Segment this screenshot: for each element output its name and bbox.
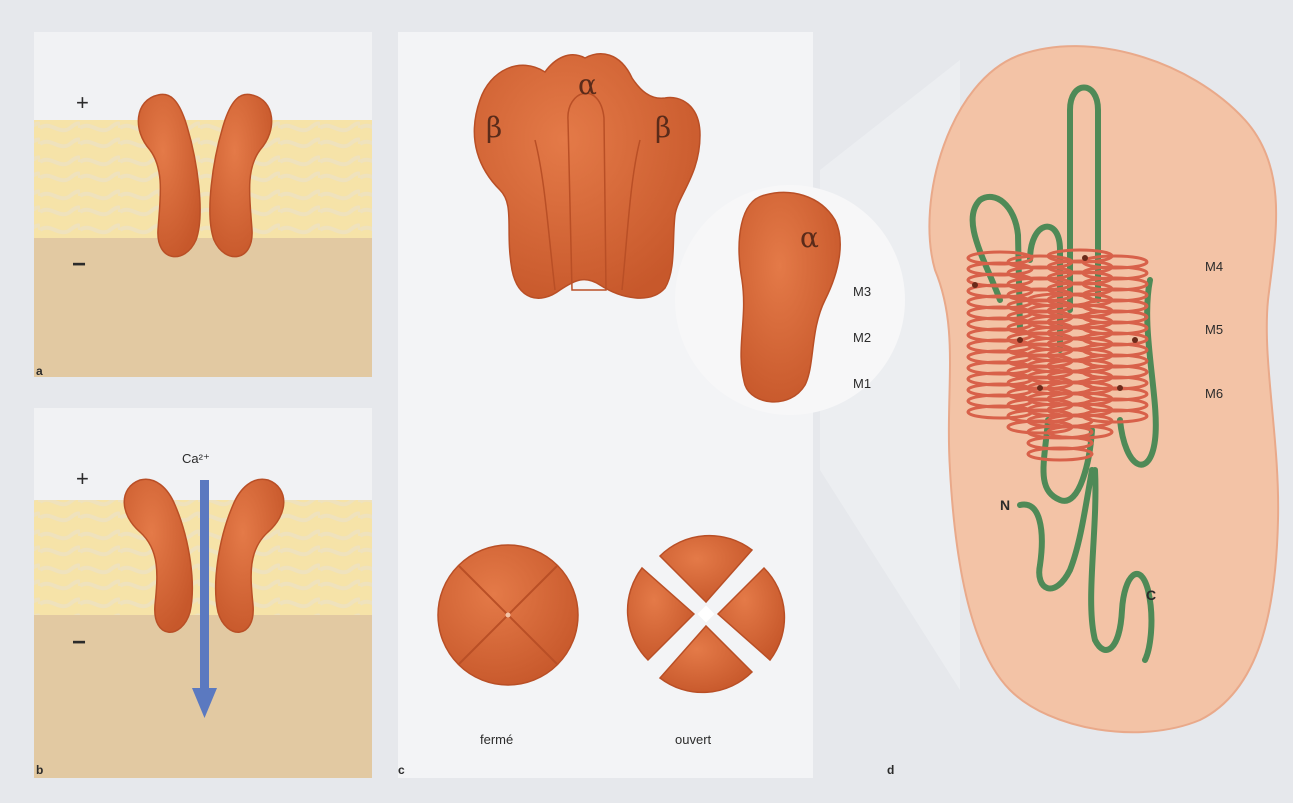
- inset-alpha-label: α: [800, 221, 819, 254]
- closed-pore: [506, 613, 511, 618]
- n-terminus-label: N: [1000, 497, 1010, 513]
- segment-m1-label: M1: [853, 376, 871, 391]
- panel-a-minus: −: [72, 251, 86, 278]
- segment-m5-label: M5: [1205, 322, 1223, 337]
- closed-channel-top-view: [438, 545, 578, 685]
- helix-marker: [1132, 337, 1138, 343]
- helix-marker: [1017, 337, 1023, 343]
- c-terminus-label: C: [1146, 587, 1156, 603]
- open-label: ouvert: [675, 732, 712, 747]
- helix-marker: [972, 282, 978, 288]
- beta-subunit-right-label: β: [655, 111, 671, 144]
- segment-m6-label: M6: [1205, 386, 1223, 401]
- panel-d-letter: d: [887, 763, 894, 777]
- alpha-subunit-inset: α M3 M2 M1: [675, 185, 905, 415]
- segment-m3-label: M3: [853, 284, 871, 299]
- helix-marker: [1037, 385, 1043, 391]
- segment-m4-label: M4: [1205, 259, 1223, 274]
- beta-subunit-left-label: β: [486, 111, 502, 144]
- panel-b: Ca²⁺ + − b: [34, 408, 372, 778]
- helix-marker: [1117, 385, 1123, 391]
- panel-a-plus: +: [76, 90, 89, 115]
- panel-c: α β β α M3 M2 M1 fermé ouv: [398, 32, 960, 778]
- calcium-ion-label: Ca²⁺: [182, 451, 210, 466]
- panel-b-minus: −: [72, 629, 86, 656]
- panel-b-letter: b: [36, 763, 43, 777]
- panel-a-letter: a: [36, 364, 43, 378]
- segment-m2-label: M2: [853, 330, 871, 345]
- panel-c-letter: c: [398, 763, 405, 777]
- helix-marker: [1082, 255, 1088, 261]
- panel-a-membrane: [34, 120, 372, 238]
- alpha-subunit-label: α: [578, 68, 597, 101]
- panel-b-plus: +: [76, 466, 89, 491]
- panel-a: + − a: [34, 32, 372, 378]
- closed-label: fermé: [480, 732, 513, 747]
